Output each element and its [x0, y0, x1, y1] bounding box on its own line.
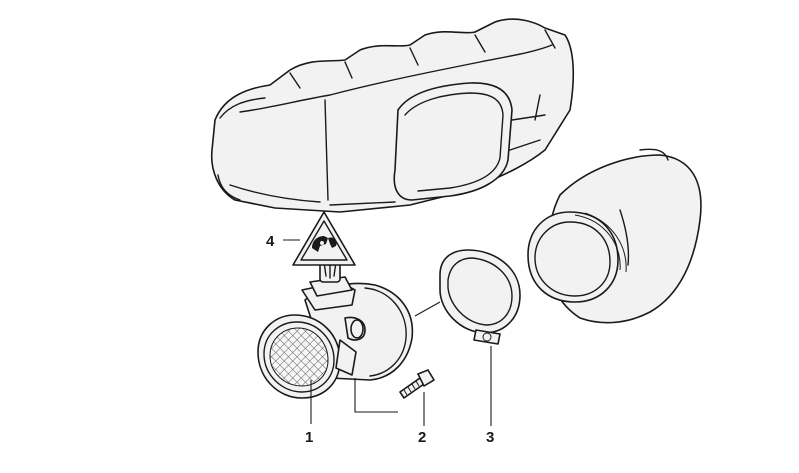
air-filter-housing — [210, 18, 575, 213]
air-mass-meter — [257, 254, 414, 399]
callout-4: 4 — [266, 233, 275, 250]
callout-2: 2 — [418, 429, 426, 446]
hand-connector-warning-icon — [312, 236, 337, 252]
intake-boot — [527, 148, 702, 324]
callout-1: 1 — [305, 429, 313, 446]
hose-clamp — [439, 249, 521, 345]
screw — [399, 369, 435, 399]
leader-lines — [283, 239, 492, 426]
warning-label — [292, 211, 356, 266]
callout-3: 3 — [486, 429, 494, 446]
